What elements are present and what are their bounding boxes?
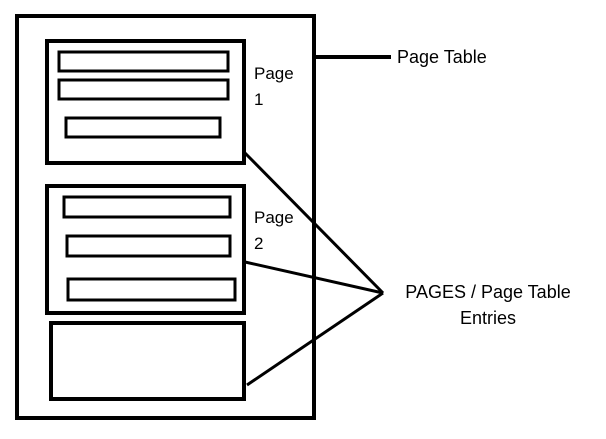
page2-label-word: Page <box>254 208 294 227</box>
page1-entry-row-2 <box>57 78 230 101</box>
entries-label-line2: Entries <box>460 308 516 328</box>
page1-entry-row-1 <box>57 50 230 73</box>
entries-pointer-line-1 <box>241 149 385 295</box>
page3-frame <box>49 321 246 401</box>
page1-frame <box>45 39 246 165</box>
page-table-outline <box>15 14 316 420</box>
page2-entry-row-3 <box>66 277 237 302</box>
page2-entry-row-1 <box>62 195 232 219</box>
page2-label-num: 2 <box>254 234 263 253</box>
page-table-label: Page Table <box>397 47 487 67</box>
page1-label-num: 1 <box>254 90 263 109</box>
page2-frame <box>45 184 246 315</box>
entries-pointer-line-3 <box>246 291 384 387</box>
page1-entry-row-3 <box>64 116 222 139</box>
entries-label-line1: PAGES / Page Table <box>405 282 570 302</box>
page1-label-word: Page <box>254 64 294 83</box>
page2-entry-row-2 <box>65 234 232 258</box>
entries-pointer-line-2 <box>244 260 384 295</box>
